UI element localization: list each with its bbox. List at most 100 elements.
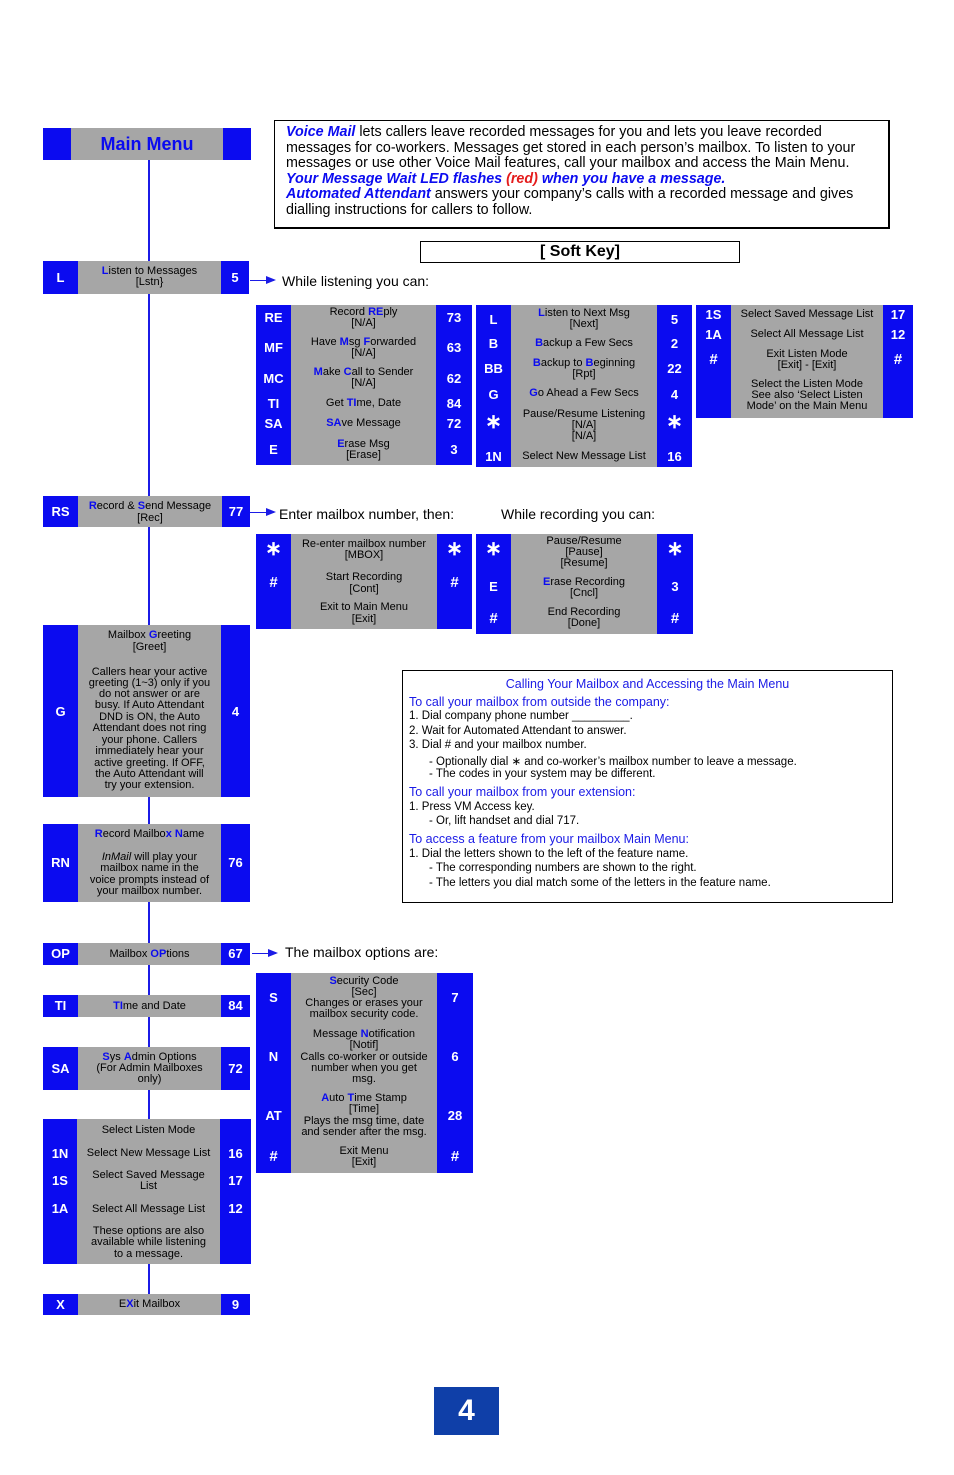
recording-label: While recording you can:	[501, 506, 656, 522]
feature-desc: voice prompts instead of	[89, 874, 210, 886]
hash-icon: #	[269, 574, 278, 591]
option-label: Pause/Resume	[546, 535, 622, 547]
option-code: E	[489, 579, 498, 594]
feature-softkey: [Greet]	[132, 641, 167, 653]
hash-icon: #	[450, 574, 459, 591]
mailbox-options-panel: S 7 Security Code [Sec] Changes or erase…	[256, 973, 473, 1173]
menu-item-select-listen-mode[interactable]: Select Listen Mode 1N 16 Select New Mess…	[43, 1119, 251, 1264]
main-menu-title: Main Menu	[100, 133, 194, 154]
feature-desc: mailbox name in the	[100, 862, 199, 874]
menu-item-greeting[interactable]: G Mailbox Greeting [Greet] Callers hear …	[43, 625, 250, 797]
option-label: Exit Listen Mode	[766, 348, 848, 360]
feature-hl: L	[101, 265, 109, 277]
option-hl: M	[313, 366, 323, 378]
option-softkey: [Exit]	[351, 1156, 377, 1168]
feature-desc: your mailbox number.	[96, 885, 203, 897]
option-code: SA	[264, 416, 283, 431]
option-label: Start Recording	[325, 571, 403, 583]
option-hl: S	[329, 975, 337, 987]
info-line: 1. Press VM Access key.	[409, 801, 535, 813]
softkey-label: [ Soft Key]	[540, 243, 620, 260]
intro-led-red: (red)	[506, 170, 538, 187]
info-line: - The corresponding numbers are shown to…	[429, 862, 697, 874]
page-number-text: 4	[458, 1394, 475, 1427]
menu-number: 67	[228, 946, 243, 961]
intro-led-a: Your Message Wait LED flashes	[286, 170, 507, 187]
hash-icon: #	[269, 1148, 278, 1165]
menu-number: 4	[231, 704, 240, 719]
menu-item-exit-mailbox[interactable]: X EXit Mailbox 9	[43, 1294, 250, 1315]
feature-desc: Callers hear your active	[91, 666, 208, 678]
feature-label: Select Saved Message	[92, 1169, 205, 1181]
option-hl: T	[347, 1092, 355, 1104]
option-label: Exit Menu	[339, 1145, 389, 1157]
option-code: N	[268, 1049, 279, 1064]
option-desc: number when you get	[311, 1062, 417, 1074]
option-hl: M	[339, 336, 349, 348]
option-hl: RE	[368, 306, 384, 318]
feature-softkey: [Lstn}	[135, 276, 164, 288]
feature-label: Mailbox	[109, 948, 151, 960]
menu-code: SA	[51, 1061, 70, 1076]
feature-label: Select New Message List	[86, 1147, 211, 1159]
feature-label: end Message	[145, 500, 212, 512]
arrow-icon	[250, 276, 276, 284]
hash-icon: #	[489, 610, 498, 627]
info-line: - The codes in your system may be differ…	[429, 768, 656, 780]
option-label: all to Sender	[351, 366, 414, 378]
option-label: eginning	[593, 357, 636, 369]
calling-instructions-box: Calling Your Mailbox and Accessing the M…	[402, 670, 893, 903]
option-code: E	[269, 442, 278, 457]
option-number: 73	[446, 310, 462, 325]
option-hl: L	[538, 307, 545, 319]
option-desc: and sender after the msg.	[301, 1126, 427, 1138]
option-softkey: [N/A]	[351, 317, 376, 329]
info-line: 1. Dial company phone number _________.	[409, 710, 633, 722]
menu-number: 72	[228, 1061, 243, 1076]
intro-p1: lets callers leave recorded messages for…	[286, 124, 856, 172]
menu-item-record-send[interactable]: RS Record & Send Message [Rec] 77	[43, 496, 250, 527]
option-desc: Plays the msg time, date	[303, 1115, 425, 1127]
option-label: o Ahead a Few Secs	[537, 387, 639, 399]
option-label: Message	[312, 1028, 361, 1040]
menu-code: OP	[51, 946, 70, 961]
feature-label: E	[118, 1298, 127, 1310]
feature-desc: Attendant does not ring	[92, 722, 207, 734]
menu-item-time-date[interactable]: TI TIme and Date 84	[43, 995, 250, 1017]
feature-label: me and Date	[122, 1000, 186, 1012]
hash-icon: #	[709, 351, 718, 368]
menu-code: RS	[51, 504, 70, 519]
feature-softkey: [Rec]	[137, 512, 163, 524]
menu-item-sys-admin[interactable]: SA Sys Admin Options (For Admin Mailboxe…	[43, 1047, 250, 1090]
option-desc: msg.	[352, 1073, 376, 1085]
menu-item-options[interactable]: OP Mailbox OPtions 67	[43, 943, 250, 965]
option-softkey: [N/A]	[571, 419, 597, 431]
asterisk-icon: ∗	[485, 538, 502, 560]
main-menu-header: Main Menu	[43, 128, 251, 160]
option-label: ecurity Code	[336, 975, 399, 987]
option-code: B	[488, 336, 499, 351]
page-number: 4	[434, 1387, 499, 1435]
feature-label: ecord Mailbo	[102, 828, 166, 840]
listen-options-c: 1S 17 Select Saved Message List 1A 12 Se…	[696, 305, 913, 418]
menu-code: TI	[54, 998, 67, 1013]
menu-number: 12	[228, 1201, 243, 1216]
menu-number: 5	[231, 270, 239, 285]
option-number: 62	[446, 371, 462, 386]
menu-item-listen[interactable]: L Listen to Messages [Lstn} 5	[43, 261, 249, 294]
option-desc: Changes or erases your	[305, 997, 423, 1009]
option-label: ply	[383, 306, 398, 318]
menu-item-record-name[interactable]: RN Record Mailbox Name InMail will play …	[43, 824, 250, 902]
recording-options: ∗ ∗ Pause/Resume [Pause] [Resume] E 3 Er…	[476, 534, 693, 634]
menu-number: 77	[228, 504, 244, 519]
option-softkey: [Done]	[567, 617, 601, 629]
feature-desc: to a message.	[113, 1248, 184, 1260]
option-code: MF	[264, 340, 283, 355]
feature-label: Select Listen Mode	[101, 1124, 196, 1136]
option-softkey: [MBOX]	[344, 549, 384, 561]
option-hl: C	[343, 366, 352, 378]
feature-hl: TI	[113, 1000, 123, 1012]
option-number: 16	[667, 449, 682, 464]
option-hl: B	[532, 357, 541, 369]
option-label: Pause/Resume Listening	[522, 408, 646, 420]
